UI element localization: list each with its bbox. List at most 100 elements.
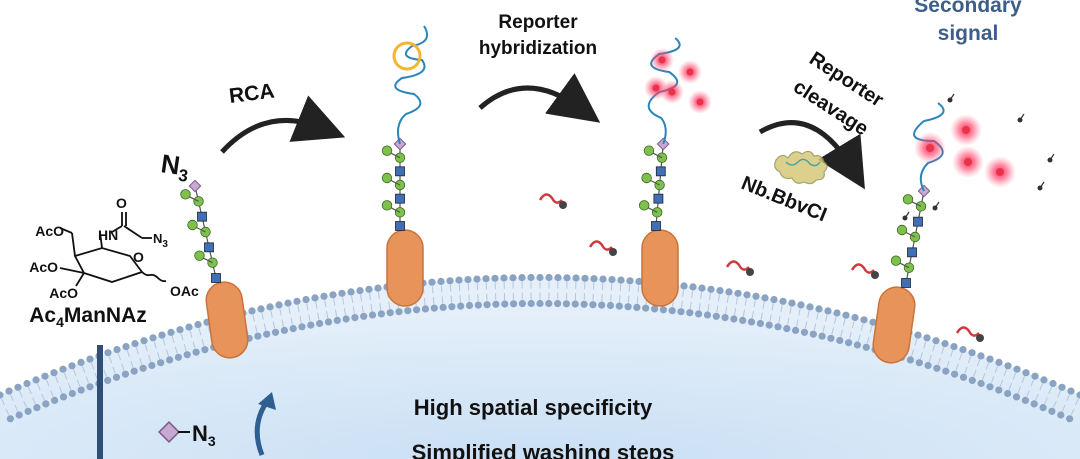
membrane-bead [712, 312, 720, 320]
compound-name: Ac4ManNAz [29, 304, 147, 330]
membrane-bead [818, 332, 826, 340]
glcnac-square [907, 247, 917, 258]
membrane-tail [67, 383, 72, 390]
membrane-bead [492, 300, 500, 308]
reporter-probe [588, 240, 613, 251]
membrane-tail [833, 316, 837, 324]
membrane-bead [942, 367, 950, 375]
membrane-tail [126, 350, 130, 358]
membrane-bead [860, 316, 868, 324]
mannose-circle [641, 172, 652, 184]
membrane-tail [352, 306, 355, 314]
membrane-tail [914, 338, 918, 346]
membrane-bead [968, 349, 976, 357]
membrane-bead [342, 315, 350, 323]
membrane-tail [780, 305, 783, 313]
membrane-tail [37, 383, 41, 391]
membrane-bead [131, 340, 139, 348]
membrane-bead [815, 305, 823, 313]
membrane-bead [404, 307, 412, 315]
cleaved-fragment-tail [1039, 181, 1045, 189]
secondary-signal-label-2: signal [938, 22, 999, 45]
membrane-bead [536, 273, 544, 282]
membrane-bead [33, 404, 41, 412]
membrane-bead [862, 343, 870, 351]
membrane-bead [677, 308, 685, 316]
membrane-tail [860, 323, 864, 331]
membrane-bead [446, 277, 454, 285]
membrane-bead [783, 325, 791, 333]
membrane-tail [923, 341, 927, 349]
membrane-bead [5, 387, 13, 395]
membrane-bead [624, 303, 632, 311]
membrane-bead [59, 365, 67, 373]
membrane-bead [289, 325, 297, 333]
membrane-bead [1057, 411, 1065, 419]
glycan-chain [639, 137, 670, 231]
glcnac-square [651, 221, 661, 231]
membrane-tail [19, 390, 23, 398]
membrane-bead [167, 328, 175, 336]
membrane-bead [761, 294, 769, 302]
membrane-tail [174, 346, 178, 354]
membrane-tail [201, 338, 205, 346]
membrane-tail [976, 359, 981, 367]
membrane-tail [315, 301, 318, 309]
glcnac-square [197, 211, 207, 222]
membrane-bead [995, 386, 1003, 394]
membrane-tail [207, 325, 211, 333]
membrane-bead [351, 314, 359, 322]
membrane-bead [437, 277, 445, 285]
membrane-bead [580, 300, 588, 308]
membrane-tail [787, 317, 790, 325]
membrane-tail [299, 315, 302, 323]
membrane-bead [924, 361, 932, 370]
reporter-probe [955, 326, 980, 337]
membrane-bead [698, 284, 706, 292]
mannose-circle [194, 250, 205, 261]
membrane-tail [734, 308, 737, 316]
membrane-tail [431, 286, 434, 294]
membrane-bead [113, 346, 121, 354]
membrane-tail [90, 362, 95, 370]
membrane-tail [441, 296, 444, 304]
membrane-bead [192, 348, 200, 356]
membrane-bead [824, 307, 832, 315]
quencher-dot [871, 271, 879, 279]
membrane-tail [183, 343, 187, 352]
membrane-tail [700, 291, 702, 300]
struct-aco-3: AcO [49, 285, 78, 301]
membrane-tail [637, 285, 640, 293]
membrane-bead [633, 303, 641, 311]
membrane-bead [642, 304, 650, 312]
membrane-bead [725, 288, 733, 296]
membrane-tail [804, 321, 808, 329]
reporter-probe [725, 260, 750, 271]
membrane-bead [59, 393, 68, 401]
membrane-bead [774, 323, 782, 331]
membrane-bead [386, 309, 394, 317]
membrane-bead [806, 303, 814, 311]
membrane-bead [659, 306, 668, 314]
membrane-bead [500, 274, 508, 282]
membrane-bead [995, 358, 1003, 366]
glcnac-square [901, 278, 911, 288]
membrane-tail [689, 301, 692, 309]
membrane-tail [263, 323, 267, 331]
membrane-protein [641, 229, 679, 307]
membrane-bead [809, 330, 817, 338]
mannose-circle [180, 189, 191, 200]
mannose-circle [890, 255, 902, 266]
fluorophore [686, 68, 694, 76]
membrane-tail [769, 314, 772, 322]
glycan-chain [381, 137, 407, 231]
membrane-tail [973, 369, 977, 377]
membrane-bead [562, 300, 571, 308]
membrane-tail [10, 394, 14, 402]
membrane-bead [853, 341, 862, 349]
membrane-bead [827, 334, 835, 342]
reporter-hybridization-label-1: Reporter [498, 12, 578, 33]
membrane-tail [351, 295, 354, 303]
membrane-bead [756, 319, 765, 328]
